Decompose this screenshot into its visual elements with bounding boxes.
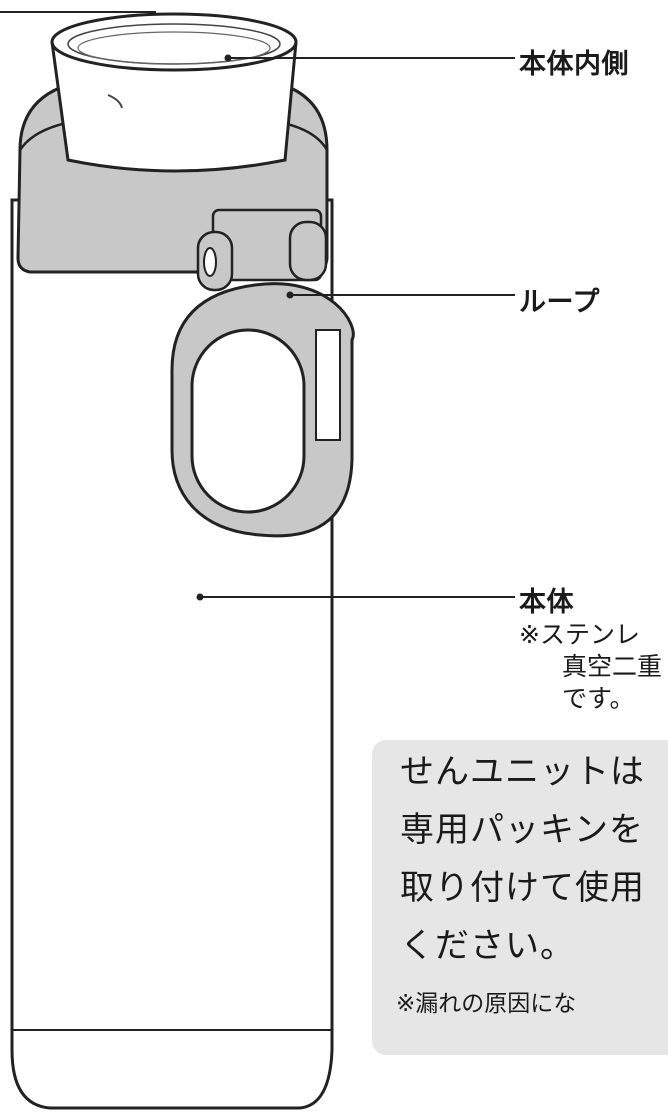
leader-dot-loop (286, 291, 294, 299)
label-loop: ループ (519, 287, 600, 318)
notice-box: せんユニットは 専用パッキンを 取り付けて使用 ください。 ※漏れの原因にな (372, 740, 668, 1055)
neck-inner-notch (107, 94, 123, 109)
hinge-pin-hole (203, 247, 217, 277)
hinge-right-knuckle (288, 220, 328, 282)
notice-line-2: 専用パッキンを (400, 810, 644, 850)
loop-opening (190, 328, 306, 514)
body-note-line-2: 真空二重 (562, 652, 663, 681)
label-body: 本体 (519, 587, 574, 618)
label-inner: 本体内側 (519, 49, 629, 80)
neck-inner-thread-2 (77, 31, 271, 65)
notice-line-1: せんユニットは (400, 752, 645, 792)
leader-dot-inner (224, 54, 232, 62)
body-note-line-1: ※ステンレ (519, 620, 640, 649)
leader-dot-body (196, 593, 204, 601)
notice-sub-note: ※漏れの原因にな (396, 991, 577, 1017)
bottle-neck (50, 41, 298, 173)
notice-line-4: ください。 (400, 926, 575, 966)
loop-gate (315, 329, 341, 441)
body-note-line-3: です。 (562, 684, 635, 713)
notice-line-3: 取り付けて使用 (400, 868, 645, 908)
neck-rim (50, 12, 298, 72)
